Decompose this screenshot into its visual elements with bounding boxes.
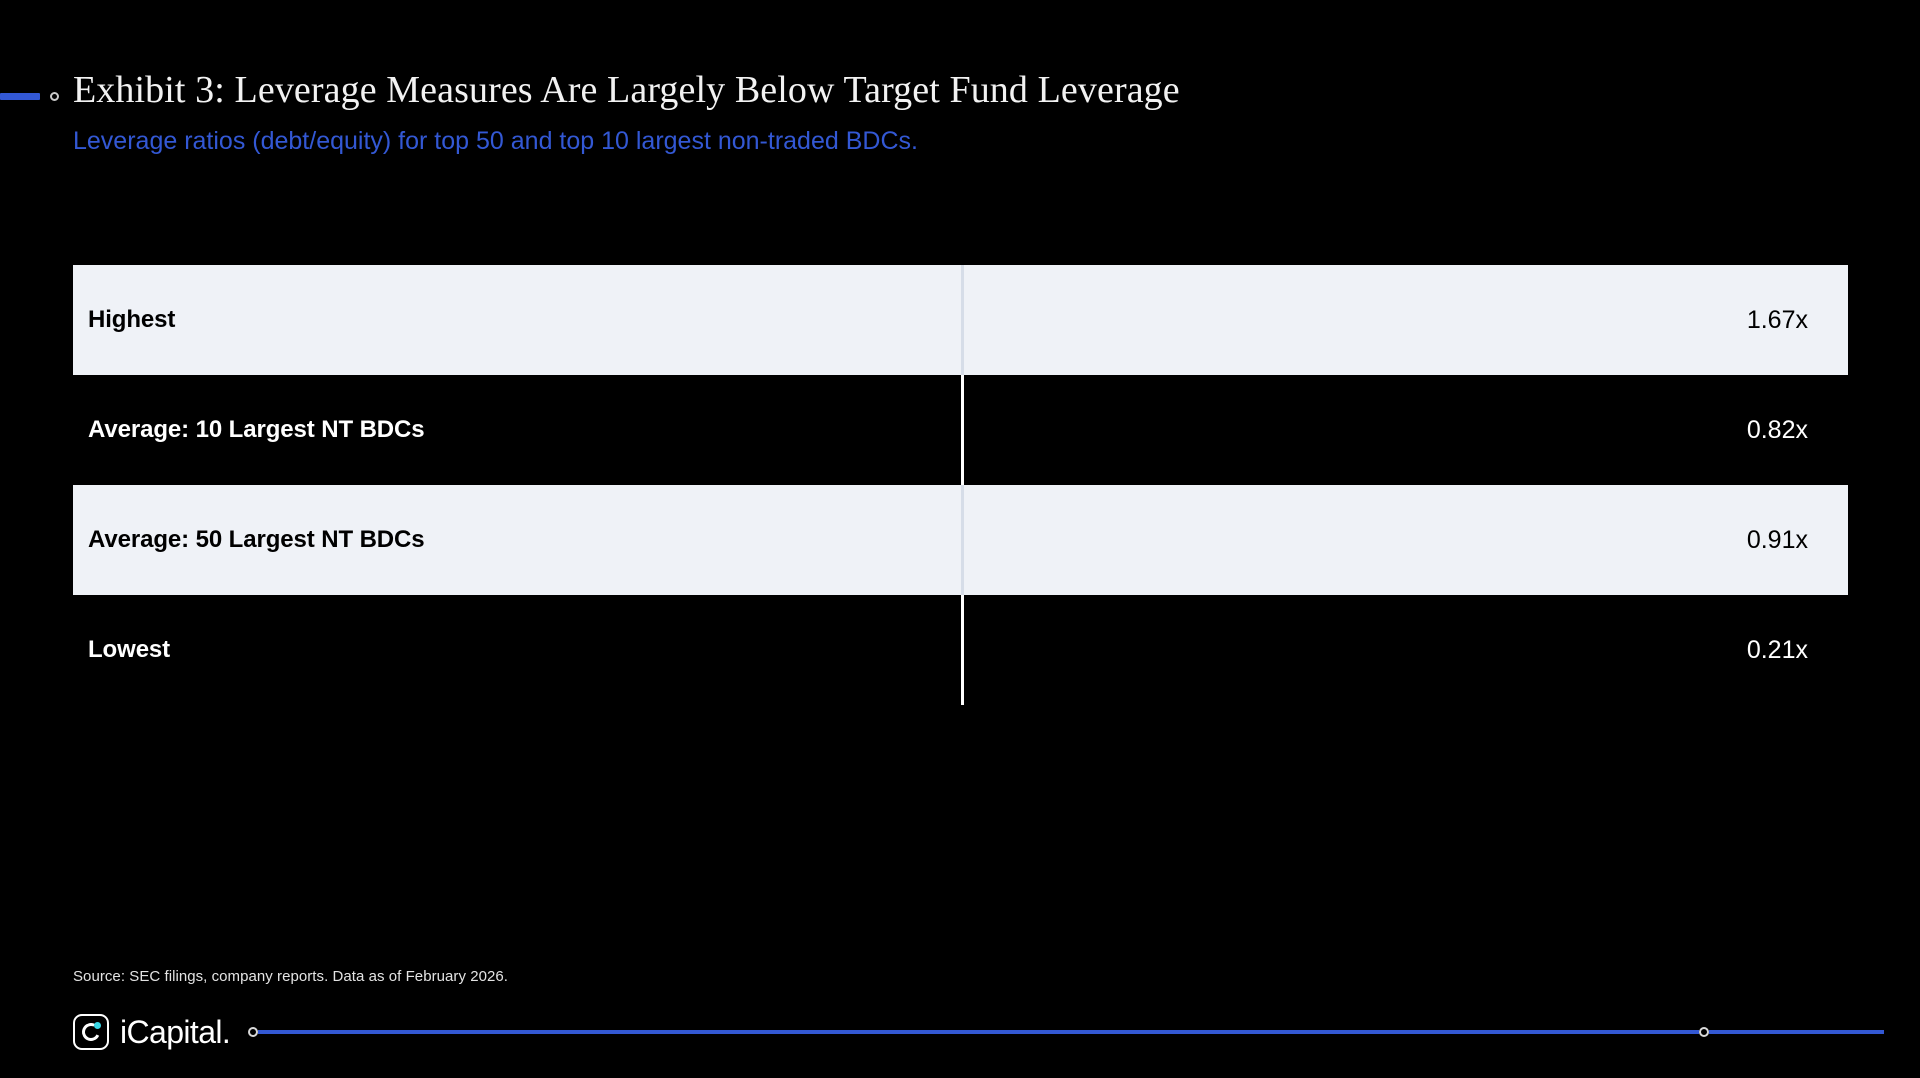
- column-divider: [961, 595, 964, 705]
- row-label: Average: 50 Largest NT BDCs: [88, 526, 425, 553]
- rule-node-right-icon: [1699, 1027, 1709, 1037]
- table-row: Lowest 0.21x: [73, 595, 1848, 705]
- row-label: Lowest: [88, 636, 171, 663]
- rule-line-long: [258, 1030, 1699, 1034]
- node-circle-icon: [50, 92, 59, 101]
- top-left-decoration: [0, 92, 59, 101]
- table-row: Highest 1.67x: [73, 265, 1848, 375]
- logo-cyan-dot: [94, 1022, 101, 1029]
- row-label: Average: 10 Largest NT BDCs: [88, 416, 425, 443]
- row-value: 0.82x: [1746, 415, 1808, 444]
- row-value: 0.21x: [1746, 635, 1808, 664]
- footer-bar: iCapital.: [73, 1008, 1884, 1056]
- source-note: Source: SEC filings, company reports. Da…: [73, 968, 509, 985]
- rule-line-short: [1709, 1030, 1884, 1034]
- footer-rule: [248, 1027, 1884, 1037]
- column-divider: [961, 375, 964, 485]
- column-divider: [961, 265, 964, 375]
- row-value: 0.91x: [1746, 525, 1808, 554]
- page-title: Exhibit 3: Leverage Measures Are Largely…: [73, 69, 1180, 111]
- column-divider: [961, 485, 964, 595]
- table-row: Average: 50 Largest NT BDCs 0.91x: [73, 485, 1848, 595]
- brand-name: iCapital.: [120, 1013, 231, 1050]
- icapital-logo-icon: [73, 1014, 109, 1050]
- table-row: Average: 10 Largest NT BDCs 0.82x: [73, 375, 1848, 485]
- row-label: Highest: [88, 306, 176, 333]
- brand-logo: iCapital.: [73, 1013, 231, 1051]
- row-value: 1.67x: [1746, 305, 1808, 334]
- leverage-table: Highest 1.67x Average: 10 Largest NT BDC…: [73, 265, 1848, 705]
- accent-bar: [0, 93, 40, 100]
- header: Exhibit 3: Leverage Measures Are Largely…: [73, 69, 1853, 157]
- page-subtitle: Leverage ratios (debt/equity) for top 50…: [73, 126, 918, 155]
- rule-node-left-icon: [248, 1027, 259, 1037]
